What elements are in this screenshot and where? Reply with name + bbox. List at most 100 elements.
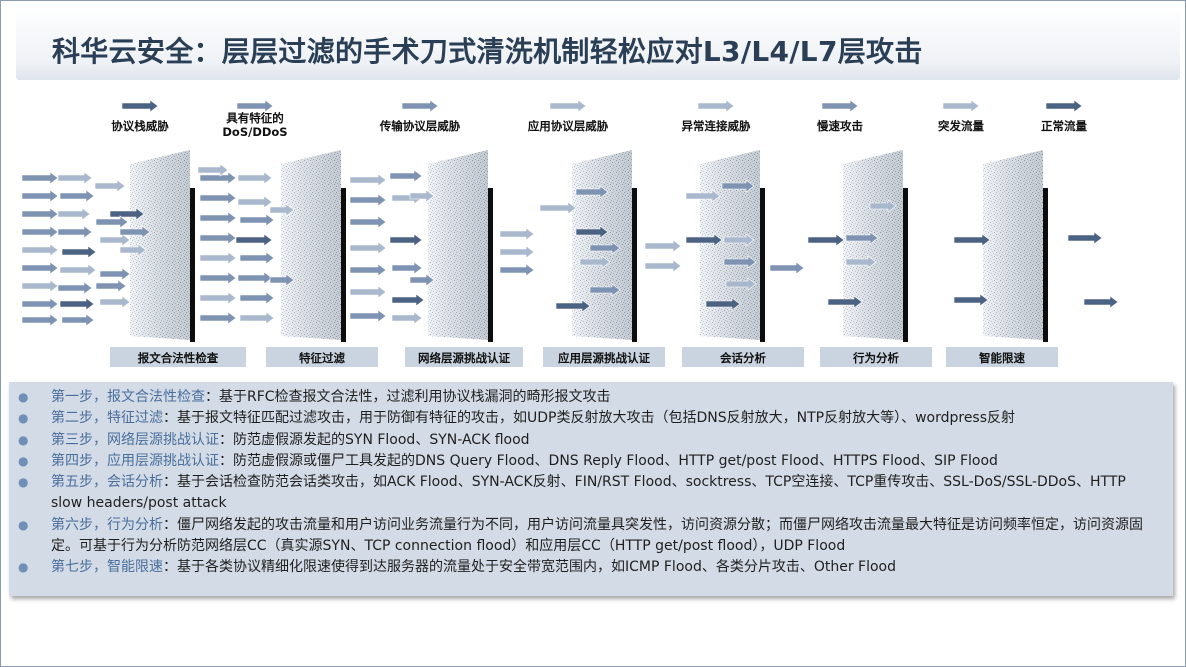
traffic-arrow bbox=[199, 171, 237, 185]
traffic-arrow bbox=[21, 279, 59, 293]
traffic-arrow bbox=[57, 225, 93, 239]
traffic-arrow bbox=[391, 311, 423, 325]
traffic-arrow bbox=[389, 169, 423, 183]
filter-wall bbox=[130, 150, 195, 342]
traffic-arrow bbox=[721, 179, 755, 193]
stage-label: 网络层源挑战认证 bbox=[418, 351, 510, 365]
traffic-arrow bbox=[199, 291, 237, 305]
legend-label: 应用协议层威胁 bbox=[528, 119, 609, 133]
traffic-arrow bbox=[349, 215, 387, 229]
stage-box: 智能限速 bbox=[946, 347, 1058, 367]
traffic-arrow bbox=[59, 263, 97, 277]
traffic-arrow bbox=[119, 225, 151, 239]
bullet-icon: ● bbox=[18, 453, 29, 468]
wall-edge bbox=[341, 188, 346, 342]
traffic-arrow bbox=[349, 309, 387, 323]
traffic-arrow bbox=[199, 191, 237, 205]
traffic-arrow bbox=[21, 225, 59, 239]
traffic-arrow bbox=[589, 241, 621, 255]
wall-edge bbox=[190, 188, 195, 342]
step-item: ●第六步，行为分析：僵尸网络发起的攻击流量和用户访问业务流量行为不同，用户访问流… bbox=[18, 516, 1143, 555]
traffic-arrow bbox=[239, 251, 275, 265]
bullet-icon: ● bbox=[18, 432, 29, 447]
legend-arrow-icon bbox=[821, 99, 859, 113]
traffic-arrow bbox=[21, 297, 59, 311]
legend-item: 异常连接威胁 bbox=[682, 99, 751, 133]
traffic-arrow bbox=[119, 243, 147, 257]
bullet-icon: ● bbox=[18, 560, 29, 575]
step-item: ●第三步，网络层源挑战认证：防范虚假源发起的SYN Flood、SYN-ACK … bbox=[9, 430, 1173, 451]
traffic-arrow bbox=[239, 311, 275, 325]
traffic-arrow bbox=[845, 255, 877, 269]
stage-label: 智能限速 bbox=[979, 351, 1025, 365]
legend-item: 慢速攻击 bbox=[817, 99, 863, 133]
traffic-arrow bbox=[723, 255, 757, 269]
filter-wall bbox=[700, 150, 765, 342]
legend-label: 协议栈威胁 bbox=[111, 119, 169, 133]
wall-edge bbox=[632, 188, 637, 342]
legend-label: 突发流量 bbox=[938, 119, 984, 133]
legend-item: 正常流量 bbox=[1041, 99, 1087, 133]
traffic-arrow bbox=[953, 293, 989, 307]
traffic-arrow bbox=[725, 277, 757, 291]
legend-item: 传输协议层威胁 bbox=[379, 99, 461, 133]
stage-label: 特征过滤 bbox=[299, 351, 345, 365]
traffic-arrow bbox=[685, 189, 721, 203]
traffic-arrow bbox=[237, 271, 273, 285]
traffic-arrow bbox=[827, 295, 863, 309]
legend-item: 突发流量 bbox=[938, 99, 984, 133]
traffic-arrow bbox=[94, 179, 126, 193]
traffic-arrow bbox=[61, 245, 97, 259]
traffic-arrow bbox=[57, 171, 93, 185]
traffic-arrow bbox=[589, 283, 621, 297]
filter-wall bbox=[281, 150, 346, 342]
traffic-arrow bbox=[199, 231, 237, 245]
traffic-arrow bbox=[409, 273, 435, 287]
traffic-arrow bbox=[61, 313, 95, 327]
filter-wall bbox=[983, 150, 1048, 342]
traffic-arrow bbox=[953, 233, 991, 247]
step-item: ●第一步，报文合法性检查：基于RFC检查报文合法性，过滤利用协议栈漏洞的畸形报文… bbox=[9, 387, 1173, 408]
traffic-arrow bbox=[575, 185, 609, 199]
traffic-arrow bbox=[575, 225, 609, 239]
traffic-arrow bbox=[769, 261, 805, 275]
traffic-arrow bbox=[349, 173, 387, 187]
traffic-arrow bbox=[685, 233, 723, 247]
traffic-arrow bbox=[21, 243, 59, 257]
legend-label: 传输协议层威胁 bbox=[379, 119, 461, 133]
filter-walls bbox=[130, 150, 1048, 342]
wall-edge bbox=[1043, 188, 1048, 342]
traffic-arrow bbox=[57, 207, 91, 221]
legend-arrow-icon bbox=[942, 99, 980, 113]
traffic-arrow bbox=[199, 311, 237, 325]
traffic-arrow bbox=[391, 293, 425, 307]
traffic-arrow bbox=[349, 193, 387, 207]
traffic-arrow bbox=[499, 227, 535, 241]
wall-edge bbox=[488, 188, 493, 342]
traffic-arrow bbox=[59, 189, 95, 203]
traffic-arrow bbox=[644, 259, 682, 273]
traffic-arrow bbox=[95, 215, 129, 229]
traffic-arrow bbox=[705, 297, 741, 311]
traffic-arrow bbox=[199, 211, 237, 225]
filter-wall bbox=[428, 150, 493, 342]
traffic-arrow bbox=[21, 207, 59, 221]
steps-list: ●第一步，报文合法性检查：基于RFC检查报文合法性，过滤利用协议栈漏洞的畸形报文… bbox=[9, 382, 1173, 579]
bullet-icon: ● bbox=[18, 517, 29, 532]
page-title: 科华云安全：层层过滤的手术刀式清洗机制轻松应对L3/L4/L7层攻击 bbox=[52, 35, 923, 68]
traffic-arrow bbox=[237, 195, 273, 209]
stage-box: 报文合法性检查 bbox=[110, 347, 246, 367]
traffic-arrow bbox=[237, 171, 273, 185]
traffic-arrow bbox=[99, 295, 131, 309]
wall-edge bbox=[903, 188, 908, 342]
bullet-icon: ● bbox=[18, 475, 29, 490]
legend-arrow-icon bbox=[401, 99, 439, 113]
bullet-icon: ● bbox=[18, 390, 29, 404]
traffic-arrow bbox=[499, 263, 535, 277]
stage-label: 行为分析 bbox=[852, 351, 899, 365]
legend-label: 慢速攻击 bbox=[817, 119, 863, 133]
stage-box: 应用层源挑战认证 bbox=[543, 347, 665, 367]
traffic-arrow bbox=[555, 299, 591, 313]
